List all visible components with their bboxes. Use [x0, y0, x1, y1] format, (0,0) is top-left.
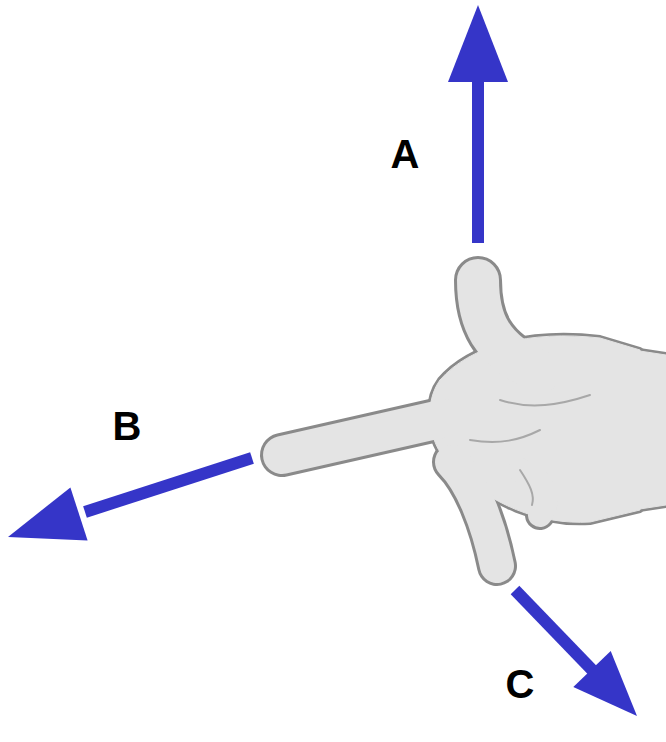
arrow-head — [573, 651, 637, 716]
arrow-shaft — [85, 458, 252, 512]
arrow-head — [448, 5, 508, 82]
hand-outline — [282, 280, 666, 566]
hand-fill — [282, 280, 666, 566]
arrow-head — [8, 487, 88, 540]
hand-creases — [470, 395, 590, 505]
axis-label: C — [506, 664, 535, 704]
axis-label: A — [391, 134, 420, 174]
arrow-shaft — [472, 75, 484, 243]
axis-arrows — [8, 5, 637, 716]
arrow-shaft — [515, 590, 597, 675]
axis-label: B — [113, 406, 142, 446]
